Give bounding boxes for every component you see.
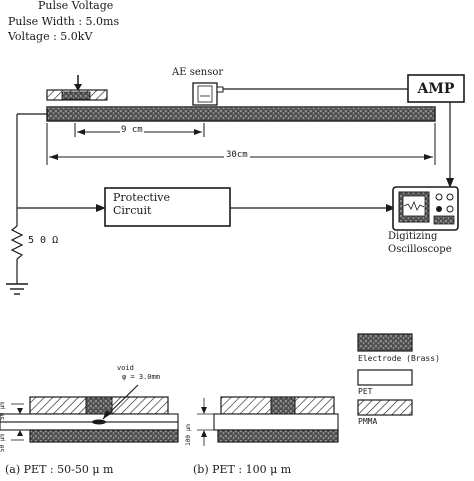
sample-b-dim: 100 μm xyxy=(184,424,192,446)
scope-line-2: Oscilloscope xyxy=(388,244,452,255)
sample-a-caption: (a) PET : 50-50 μ m xyxy=(5,463,114,476)
oscilloscope-icon xyxy=(392,186,459,231)
protective-line-2: Circuit xyxy=(113,203,152,217)
ground-wire xyxy=(16,113,106,226)
sample-bar xyxy=(46,106,436,122)
dimension-9cm-label: 9 cm xyxy=(120,125,144,135)
pulse-arrowhead xyxy=(74,84,82,91)
legend-electrode-label: Electrode (Brass) xyxy=(358,354,440,363)
resistor-symbol xyxy=(10,225,24,260)
scope-line-1: Digitizing xyxy=(388,231,438,242)
legend-electrode-swatch xyxy=(357,333,413,352)
ae-sensor-label: AE sensor xyxy=(172,67,224,78)
protective-circuit-box xyxy=(104,187,231,227)
void-label-line-1: void xyxy=(117,364,134,372)
legend-pmma-swatch xyxy=(357,399,413,416)
pulse-width-label: Pulse Width : 5.0ms xyxy=(8,15,120,28)
legend-pet-label: PET xyxy=(358,387,373,396)
pulse-voltage-title: Pulse Voltage xyxy=(38,0,114,12)
top-electrode xyxy=(46,75,108,101)
amp-box xyxy=(407,74,465,103)
sample-b-drawing xyxy=(197,396,339,446)
ground-symbol xyxy=(6,283,28,295)
sample-a-dim-top: 50 μm xyxy=(0,401,7,421)
voltage-label: Voltage : 5.0kV xyxy=(8,30,93,43)
amp-label: AMP xyxy=(417,81,455,97)
sample-a-drawing xyxy=(0,384,179,443)
ae-sensor xyxy=(192,82,224,106)
resistor-label: 5 0 Ω xyxy=(28,235,59,246)
legend-pet-swatch xyxy=(357,369,413,386)
sample-b-caption: (b) PET : 100 μ m xyxy=(193,463,292,476)
void-label-line-2: φ = 3.0mm xyxy=(122,373,160,381)
legend-pmma-label: PMMA xyxy=(358,417,378,426)
sample-a-dim-bottom: 50 μm xyxy=(0,433,7,453)
protective-circuit-label: Protective Circuit xyxy=(105,191,203,217)
protective-line-1: Protective xyxy=(113,191,171,204)
dimension-30cm-label: 30cm xyxy=(224,150,250,160)
